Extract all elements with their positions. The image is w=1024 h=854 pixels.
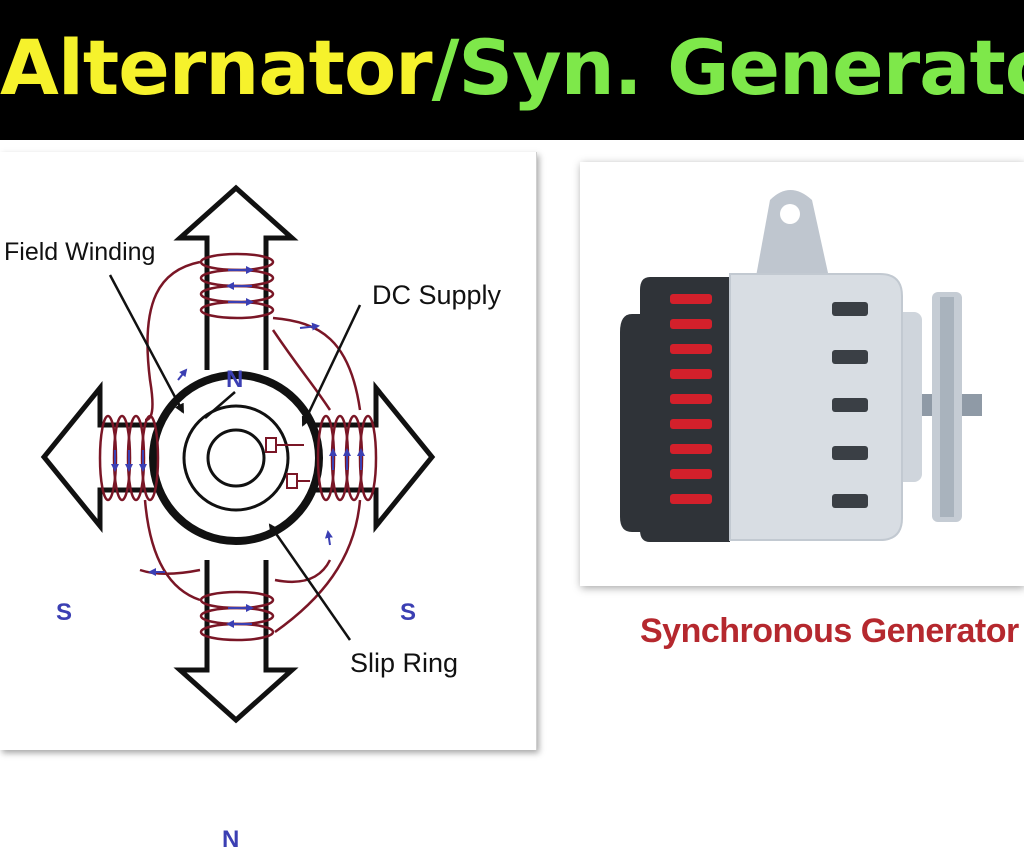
slip-ring-inner xyxy=(206,428,266,488)
pole-label-bottom: N xyxy=(222,826,240,853)
rotor-diagram xyxy=(40,184,436,724)
cooling-vents xyxy=(670,294,712,504)
label-field-winding: Field Winding xyxy=(4,238,156,266)
label-pointers xyxy=(108,274,362,641)
generator-body xyxy=(730,274,902,540)
synchronous-generator-caption: Synchronous Generator xyxy=(640,612,1019,650)
title-alternator: Alternator xyxy=(0,23,433,112)
pole-left-arrow xyxy=(40,380,170,534)
current-arrows xyxy=(111,266,365,628)
title-bar: Alternator/Syn. Generator xyxy=(0,0,1024,140)
pole-top-arrow xyxy=(173,184,299,370)
label-slip-ring: Slip Ring xyxy=(350,648,459,678)
title-syn-generator: /Syn. Generator xyxy=(431,23,1024,112)
alternator-icon xyxy=(620,190,982,542)
pole-label-top: N xyxy=(226,366,244,393)
page-title: Alternator/Syn. Generator xyxy=(0,18,1024,118)
generator-illustration-panel xyxy=(580,162,1024,586)
slip-ring-outer xyxy=(182,404,290,512)
alternator-diagram-panel: N N S S xyxy=(0,152,537,853)
brushes xyxy=(265,437,310,489)
body-slots xyxy=(832,302,868,508)
pole-label-right: S xyxy=(400,599,417,626)
label-dc-supply: DC Supply xyxy=(372,280,502,310)
mounting-lug xyxy=(755,190,830,282)
pole-label-left: S xyxy=(56,599,73,626)
pole-right-arrow xyxy=(302,380,436,534)
